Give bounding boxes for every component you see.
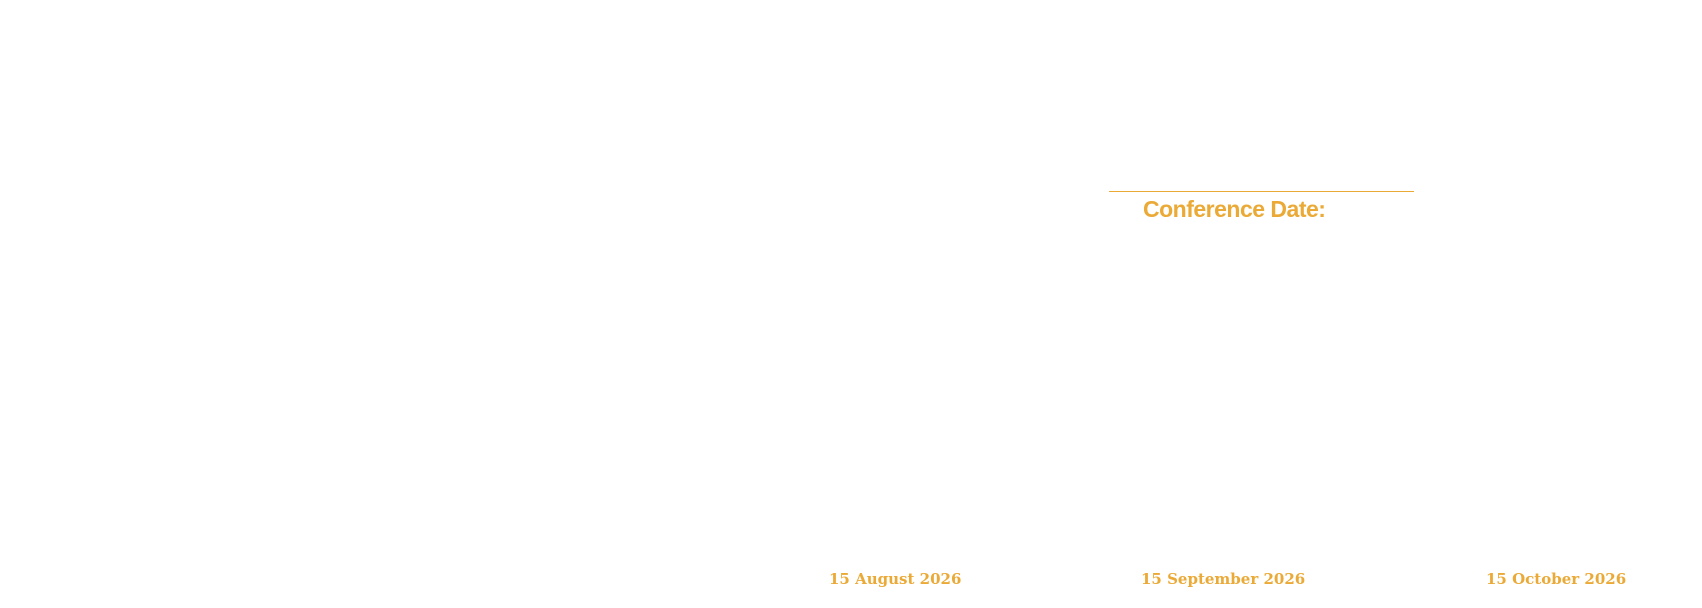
accent-divider-line — [1109, 191, 1414, 192]
timeline-date-october: 15 October 2026 — [1486, 570, 1627, 588]
conference-date-label: Conference Date: — [1143, 196, 1326, 222]
timeline-date-september: 15 September 2026 — [1141, 570, 1306, 588]
timeline-date-august: 15 August 2026 — [829, 570, 962, 588]
